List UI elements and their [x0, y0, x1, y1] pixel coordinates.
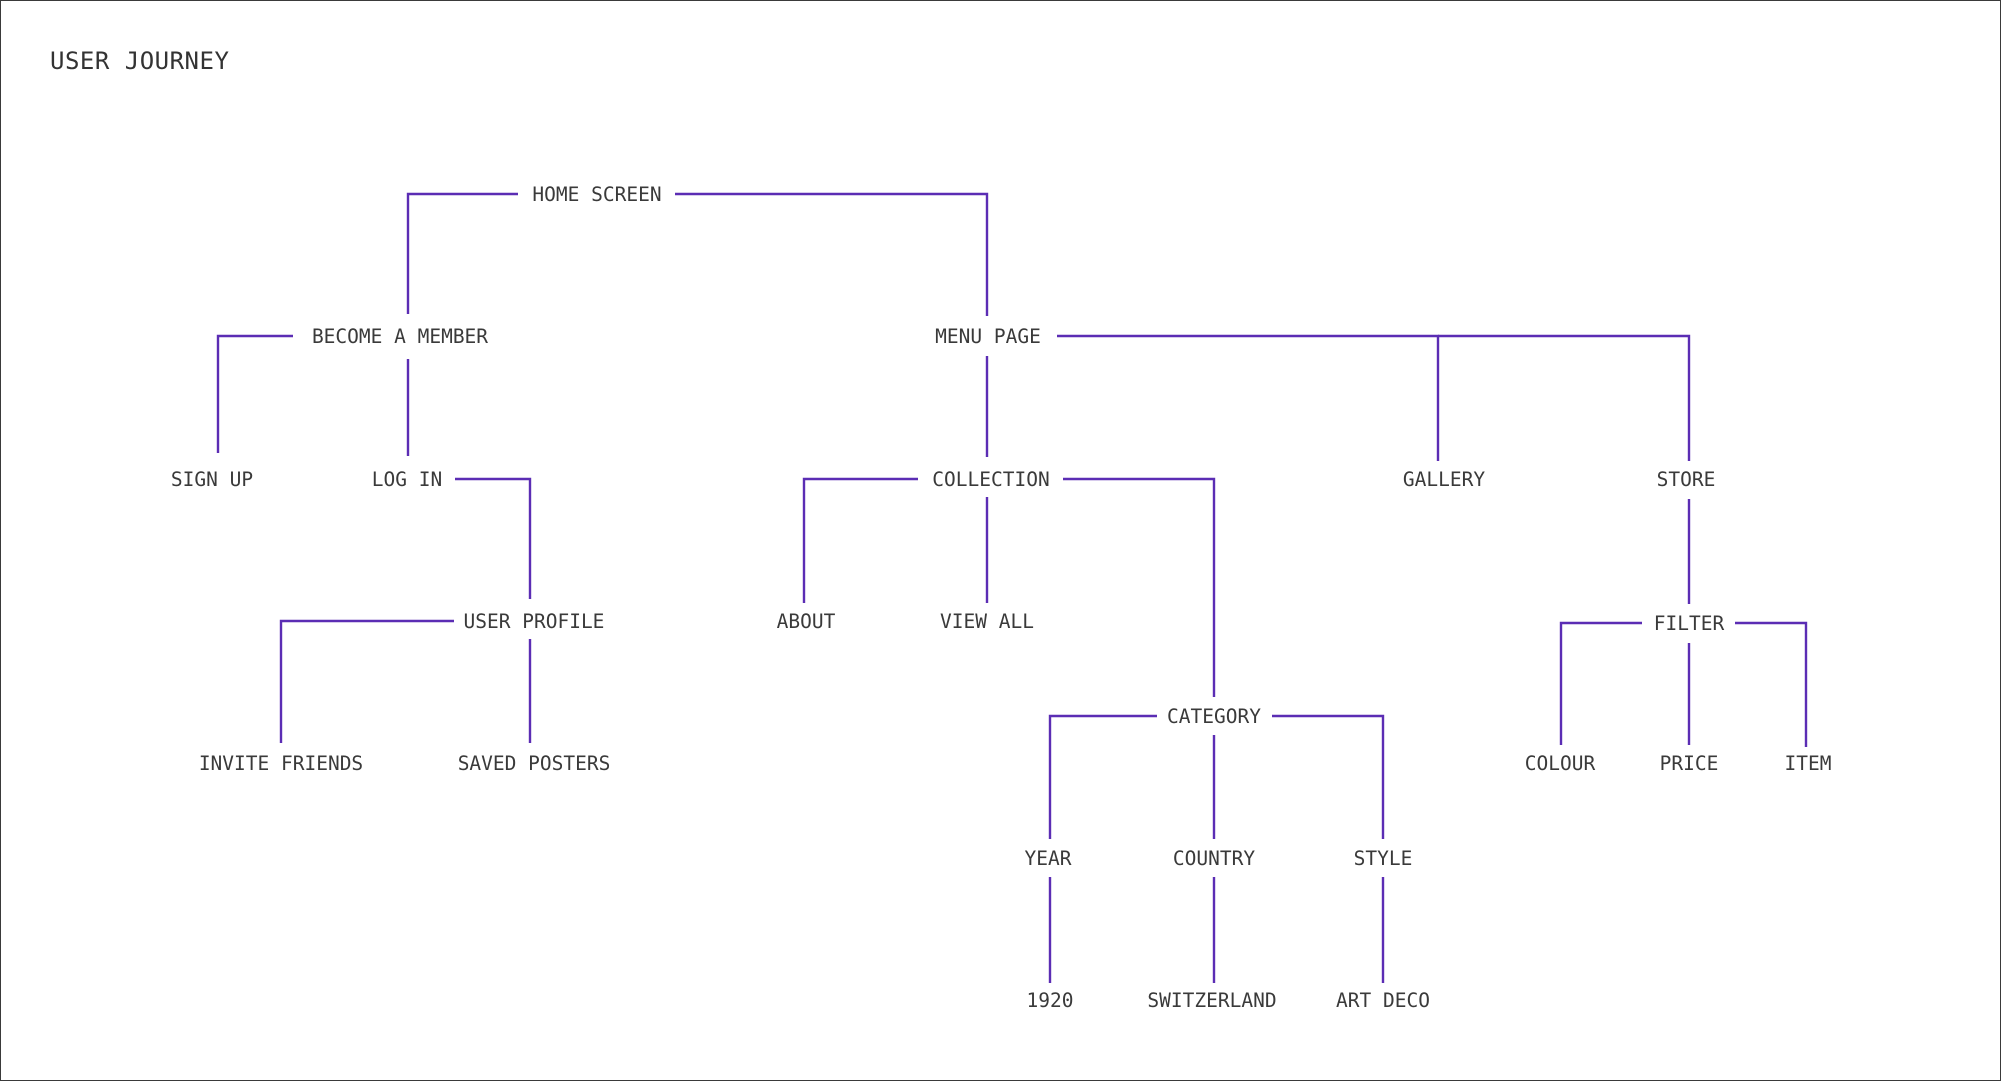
- node-switzerland: SWITZERLAND: [1147, 989, 1276, 1012]
- node-country: COUNTRY: [1173, 847, 1255, 870]
- edge-category-to-year: [1048, 714, 1157, 839]
- node-category: CATEGORY: [1167, 705, 1261, 728]
- node-log-in: LOG IN: [372, 468, 442, 491]
- node-about: ABOUT: [777, 610, 836, 633]
- node-menu-page: MENU PAGE: [935, 325, 1041, 348]
- edge-collection-to-about: [802, 477, 918, 603]
- page-title: USER JOURNEY: [50, 47, 230, 75]
- node-invite-friends: INVITE FRIENDS: [199, 752, 363, 775]
- edge-category-to-style: [1272, 714, 1385, 839]
- edge-home-screen-to-become-a-member: [406, 192, 518, 314]
- node-filter: FILTER: [1654, 612, 1725, 635]
- node-item: ITEM: [1785, 752, 1832, 775]
- edge-collection-to-category: [1063, 477, 1216, 697]
- edge-menu-page-to-gallery: [1057, 334, 1440, 461]
- edge-become-a-member-to-sign-up: [216, 334, 293, 453]
- connectors: [216, 192, 1808, 983]
- node-gallery: GALLERY: [1403, 468, 1485, 491]
- edge-user-profile-to-invite-friends: [279, 619, 454, 743]
- node-view-all: VIEW ALL: [940, 610, 1034, 633]
- edge-home-screen-to-menu-page: [675, 192, 989, 316]
- node-style: STYLE: [1354, 847, 1413, 870]
- node-user-profile: USER PROFILE: [464, 610, 605, 633]
- node-home-screen: HOME SCREEN: [532, 183, 661, 206]
- node-store: STORE: [1657, 468, 1716, 491]
- node-art-deco: ART DECO: [1336, 989, 1430, 1012]
- node-become-a-member: BECOME A MEMBER: [312, 325, 488, 348]
- edge-log-in-to-user-profile: [455, 477, 532, 599]
- edge-filter-to-colour: [1559, 621, 1642, 745]
- edge-filter-to-item: [1735, 621, 1808, 747]
- node-year: YEAR: [1025, 847, 1072, 870]
- node-collection: COLLECTION: [932, 468, 1049, 491]
- node-price: PRICE: [1660, 752, 1719, 775]
- node-colour: COLOUR: [1525, 752, 1596, 775]
- nodes: HOME SCREEN BECOME A MEMBER MENU PAGE SI…: [171, 183, 1832, 1012]
- node-1920: 1920: [1027, 989, 1074, 1012]
- node-saved-posters: SAVED POSTERS: [458, 752, 611, 775]
- edge-menu-page-to-store: [1438, 334, 1691, 461]
- node-sign-up: SIGN UP: [171, 468, 253, 491]
